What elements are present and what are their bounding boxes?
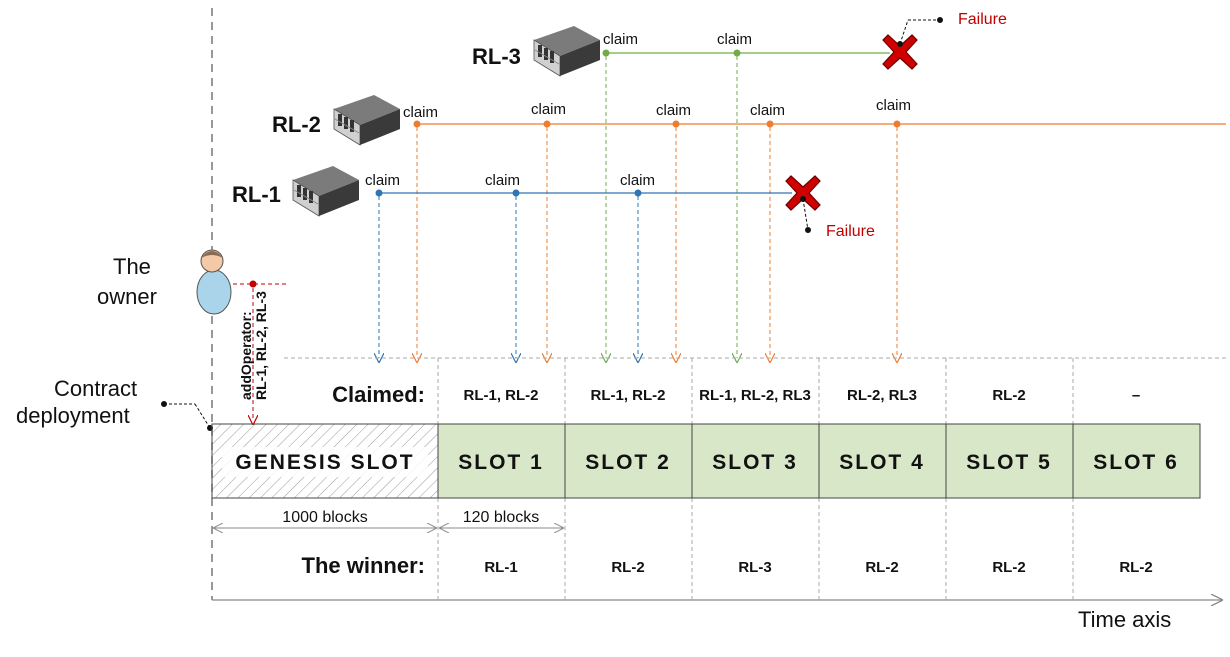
rl-3-timeline: RL-3 claim claim Failure (472, 11, 1007, 358)
slot-box (691, 423, 820, 499)
winner-cell: RL-2 (865, 559, 898, 576)
slot-name: SLOT 3 (712, 451, 798, 474)
rl-1-timeline: RL-1 claim claim claim Failure (232, 165, 875, 358)
rl-2-claim-point (766, 120, 774, 128)
add-operator-list: RL-1, RL-2, RL-3 (253, 291, 269, 400)
failure-dot (937, 17, 943, 23)
rl-2-claim-point (543, 120, 551, 128)
slot-name: GENESIS SLOT (235, 451, 414, 474)
slot-name: SLOT 6 (1093, 451, 1179, 474)
claimed-cell: – (1132, 387, 1140, 404)
rl-1-claim-label: claim (620, 172, 655, 189)
rl-1-claim-point (512, 189, 520, 197)
claimed-row: RL-1, RL-2 RL-1, RL-2 RL-1, RL-2, RL3 RL… (464, 387, 1141, 404)
rl-2-claim-point (413, 120, 421, 128)
slot-box (945, 423, 1074, 499)
deployment-leader (194, 403, 211, 429)
slot-bar: GENESIS SLOT SLOT 1 SLOT 2 SLOT 3 SLOT 4… (211, 423, 1201, 499)
server-icon (533, 25, 601, 77)
owner-label-line2: owner (97, 284, 157, 309)
rl-2-claim-label: claim (403, 104, 438, 121)
rl-1-claim-point (375, 189, 383, 197)
rl-1-claim-label: claim (485, 172, 520, 189)
rl-2-timeline: RL-2 claim claim claim claim claim (272, 94, 1226, 358)
failure-dot (800, 196, 806, 202)
failure-dot (805, 227, 811, 233)
claimed-cell: RL-1, RL-2, RL3 (699, 387, 811, 404)
slot-name: SLOT 5 (966, 451, 1052, 474)
user-icon (196, 249, 232, 315)
rl-3-label: RL-3 (472, 44, 521, 69)
rl-1-claim-label: claim (365, 172, 400, 189)
measure-genesis: 1000 blocks (214, 509, 436, 528)
slot-name: SLOT 1 (458, 451, 544, 474)
claimed-row-label: Claimed: (332, 382, 425, 407)
winner-cell: RL-2 (992, 559, 1025, 576)
rl-1-failure-label: Failure (826, 223, 875, 240)
server-icon (292, 165, 360, 217)
rl-3-claim-label: claim (717, 31, 752, 48)
winner-cell: RL-2 (1119, 559, 1152, 576)
claimed-cell: RL-2, RL3 (847, 387, 917, 404)
slot-name: SLOT 4 (839, 451, 925, 474)
genesis-label-bg (222, 447, 428, 477)
slot-name: SLOT 2 (585, 451, 671, 474)
slot-box (437, 423, 566, 499)
server-icon (333, 94, 401, 146)
deployment-marker: Contract deployment (16, 376, 213, 431)
deployment-dot (161, 401, 167, 407)
failure-leader (802, 198, 809, 231)
winner-cell: RL-1 (484, 559, 517, 576)
rl-3-claim-label: claim (603, 31, 638, 48)
slot-box (818, 423, 947, 499)
rl-2-claim-label: claim (656, 102, 691, 119)
measure-slot: 120 blocks (440, 509, 563, 528)
deployment-label-line1: Contract (54, 376, 137, 401)
rl-1-claim-point (634, 189, 642, 197)
rl-3-failure-label: Failure (958, 11, 1007, 28)
rl-3-claim-point (602, 49, 610, 57)
winner-row-label: The winner: (302, 553, 425, 578)
winner-cell: RL-3 (738, 559, 771, 576)
add-operator-label: addOperator: (238, 311, 254, 400)
rl-2-claim-label: claim (876, 97, 911, 114)
rl-3-claim-point (733, 49, 741, 57)
time-axis-label: Time axis (1078, 607, 1171, 632)
failure-dot (897, 41, 903, 47)
slot-box (564, 423, 693, 499)
claimed-cell: RL-1, RL-2 (464, 387, 539, 404)
owner-label-line1: The (113, 254, 151, 279)
rl-2-label: RL-2 (272, 112, 321, 137)
slot-box (1072, 423, 1201, 499)
owner-dot (249, 280, 257, 288)
deployment-label-line2: deployment (16, 403, 130, 428)
rl-1-label: RL-1 (232, 182, 281, 207)
claimed-cell: RL-2 (992, 387, 1025, 404)
claimed-cell: RL-1, RL-2 (591, 387, 666, 404)
measure-slot-label: 120 blocks (463, 509, 540, 526)
owner-figure: The owner addOperator: RL-1, RL-2, RL-3 (97, 249, 286, 420)
failure-icon (882, 34, 918, 70)
winner-row: RL-1 RL-2 RL-3 RL-2 RL-2 RL-2 (484, 559, 1152, 576)
rl-2-claim-label: claim (750, 102, 785, 119)
rl-2-claim-point (672, 120, 680, 128)
rl-2-claim-point (893, 120, 901, 128)
winner-cell: RL-2 (611, 559, 644, 576)
rl-2-claim-label: claim (531, 101, 566, 118)
measure-genesis-label: 1000 blocks (282, 509, 367, 526)
failure-leader (899, 19, 909, 45)
